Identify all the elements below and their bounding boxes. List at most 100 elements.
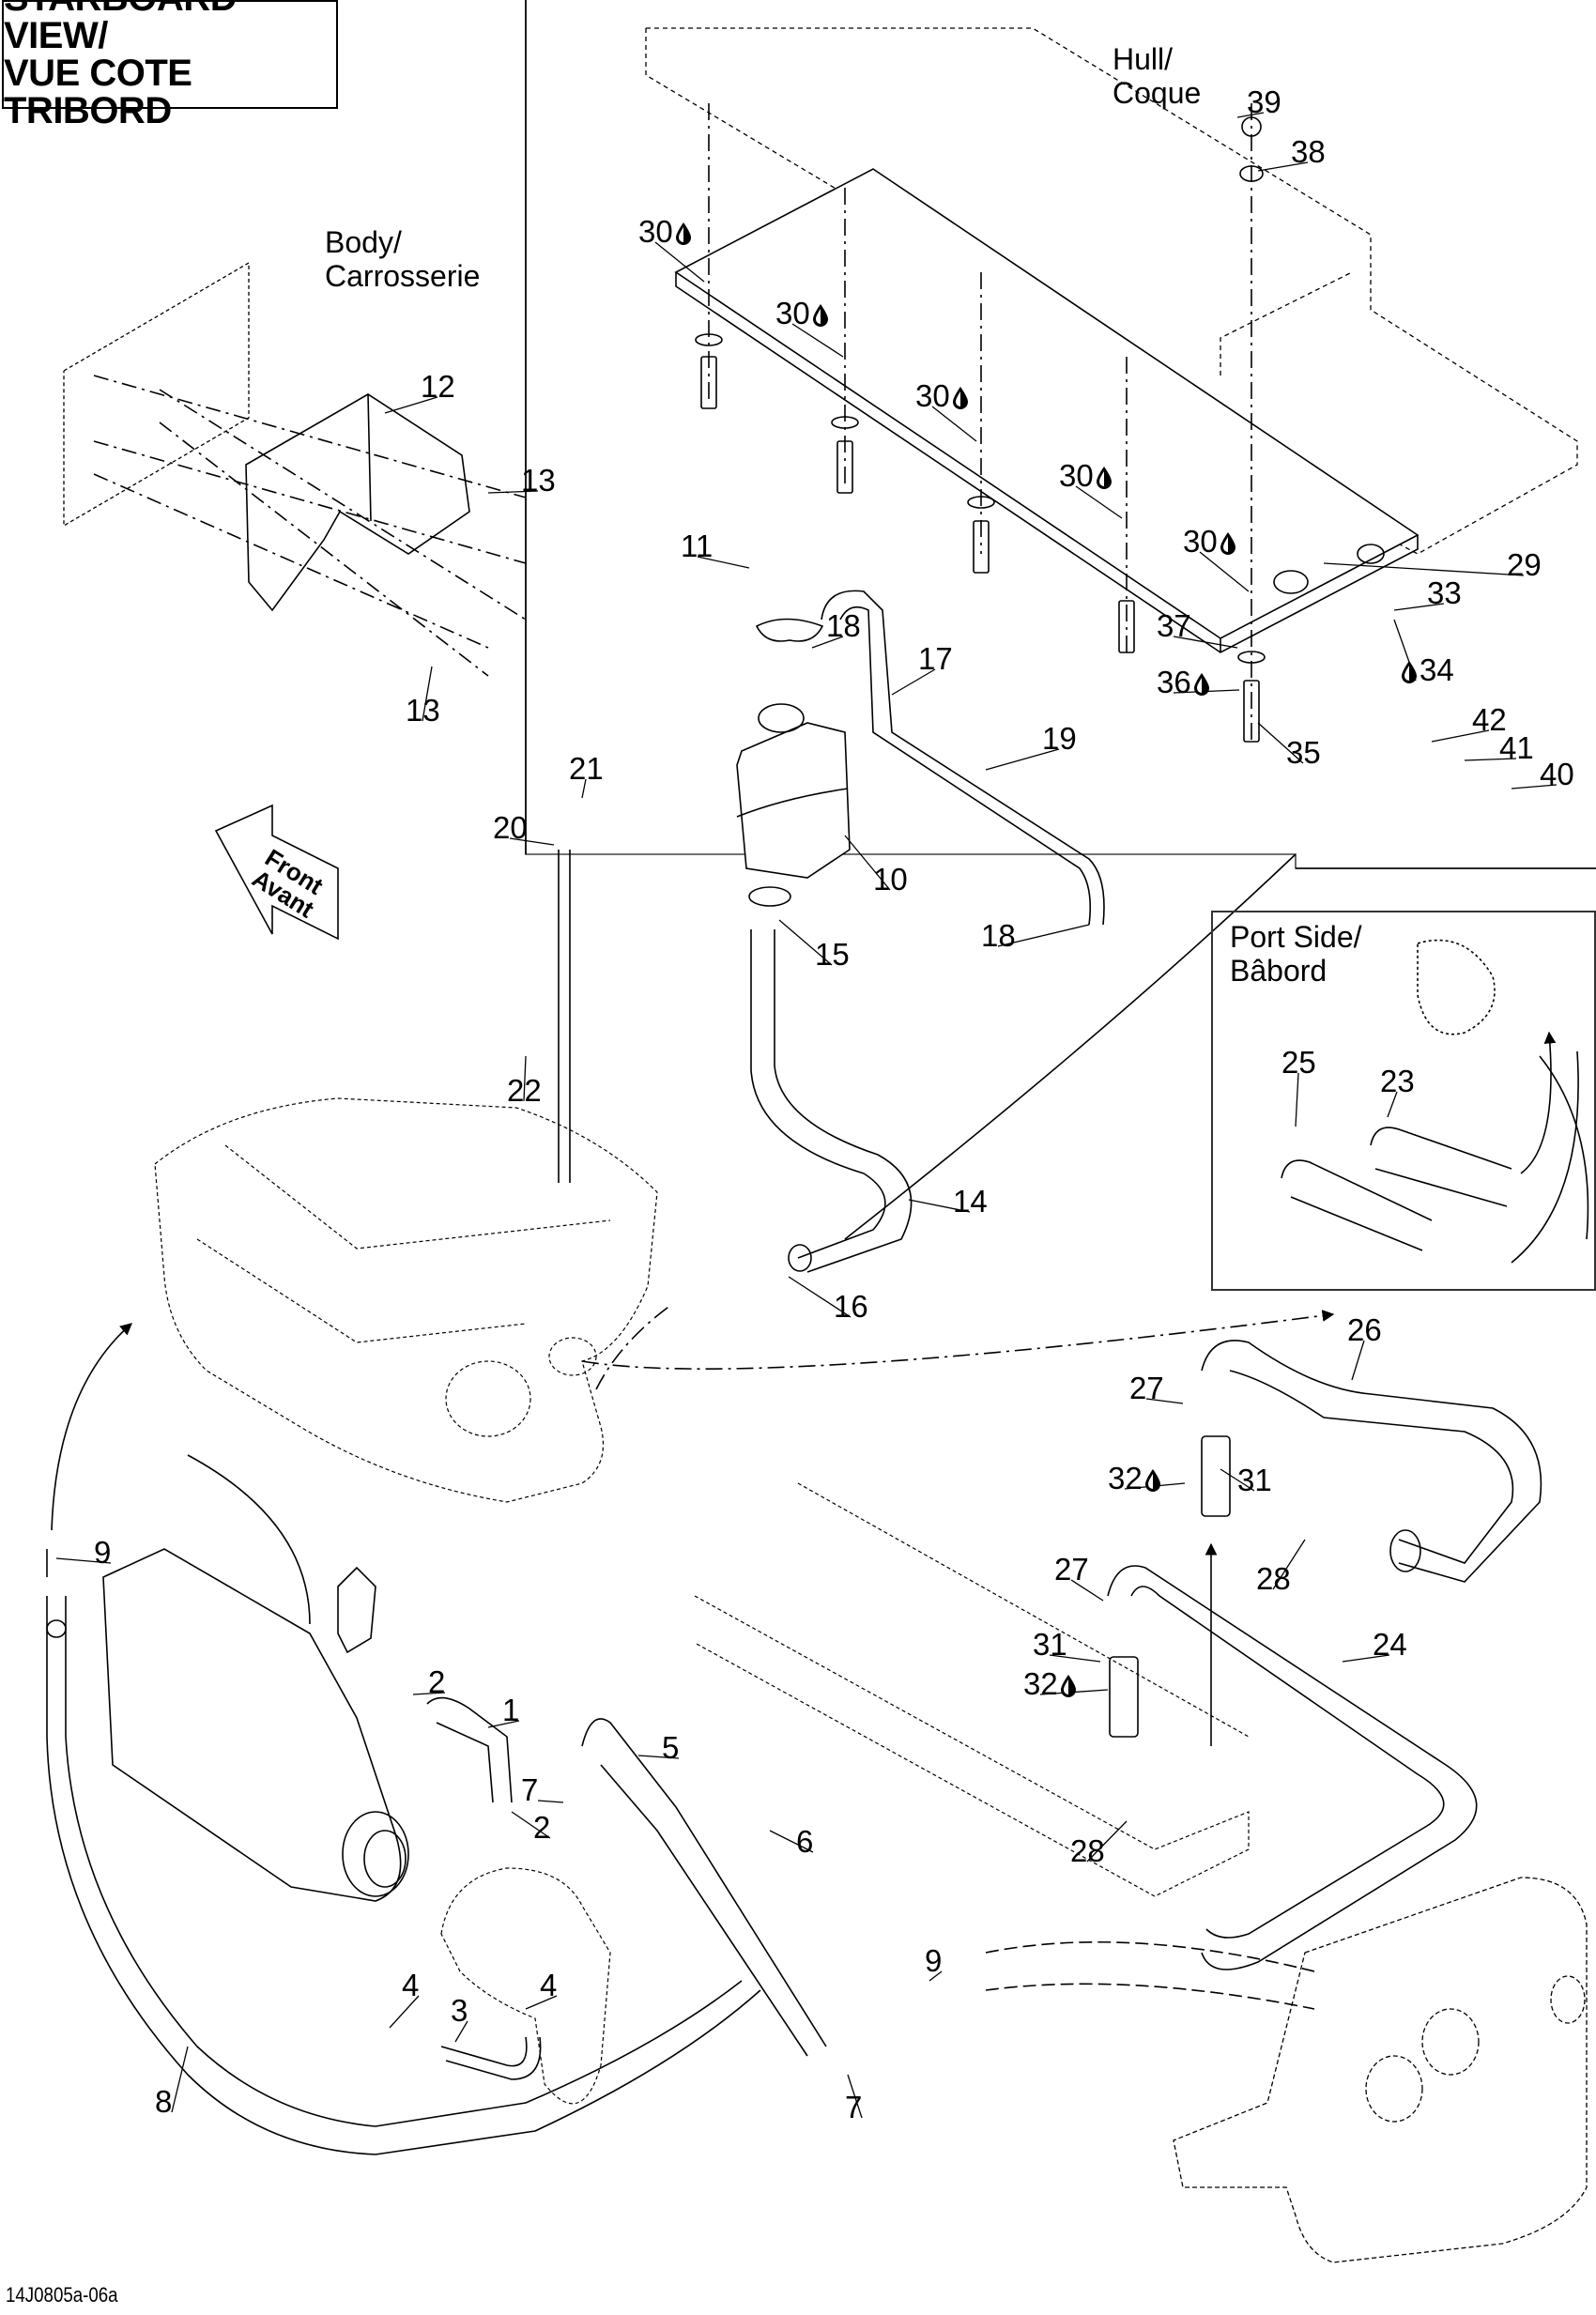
leader-line-27b: [1070, 1579, 1104, 1602]
port-side-pump: [1417, 939, 1496, 1035]
part-number: 5: [662, 1730, 680, 1765]
part-callout-28b: 28: [1070, 1835, 1105, 1866]
part-number: 8: [155, 2084, 173, 2119]
part-callout-18b: 18: [981, 920, 1016, 951]
leader-line-22: [523, 1055, 527, 1102]
part-number: 32: [1023, 1666, 1058, 1701]
leader-line-3: [454, 2020, 468, 2043]
leader-line-30d: [1075, 485, 1123, 519]
part-callout-41: 41: [1499, 732, 1534, 763]
leader-line-15: [778, 919, 833, 966]
thread-locker-drop-icon: [1144, 1466, 1161, 1492]
leader-line-13a: [487, 490, 539, 494]
part-number: 15: [815, 937, 850, 972]
part-number: 10: [873, 862, 908, 897]
port-side-inset: [1211, 911, 1596, 1291]
part-number: 40: [1540, 757, 1574, 791]
leader-line-11: [697, 556, 750, 569]
part-callout-13a: 13: [521, 465, 556, 496]
port-side-label-line-1: Port Side/: [1230, 920, 1362, 954]
leader-line-42: [1431, 729, 1490, 743]
leader-line-9b: [928, 1970, 943, 1982]
part-number: 6: [796, 1824, 814, 1859]
part-number: 36: [1157, 665, 1191, 699]
part-callout-30d: 30: [1059, 460, 1114, 491]
port-side-label-line-2: Bâbord: [1230, 954, 1327, 988]
part-callout-29: 29: [1507, 549, 1542, 580]
part-callout-10: 10: [873, 864, 908, 895]
part-number: 29: [1507, 547, 1542, 582]
transom-block: [694, 1482, 1250, 1897]
part-number: 30: [1183, 524, 1218, 559]
part-callout-6: 6: [796, 1826, 813, 1857]
leader-line-30c: [931, 406, 977, 442]
part-number: 23: [1380, 1064, 1415, 1098]
leader-line-4b: [525, 1995, 558, 2010]
part-number: 27: [1129, 1371, 1164, 1405]
leader-line-37: [1173, 636, 1238, 649]
bracket: [245, 393, 470, 612]
hose-24: [1107, 1565, 1478, 1970]
part-number: 30: [638, 214, 673, 249]
part-callout-26: 26: [1347, 1314, 1382, 1345]
leader-line-31a: [1220, 1468, 1255, 1492]
part-callout-7b: 7: [845, 2092, 862, 2123]
plate-bolts: [695, 103, 1266, 743]
part-callout-9a: 9: [94, 1537, 111, 1568]
leader-line-24: [1342, 1654, 1390, 1663]
thread-locker-drop-icon: [812, 301, 829, 327]
leader-line-1: [487, 1720, 520, 1728]
part-number: 2: [533, 1810, 551, 1845]
hose-26: [1201, 1340, 1542, 1583]
part-number: 25: [1281, 1045, 1316, 1080]
hull-label-line-1: Hull/: [1113, 42, 1174, 76]
view-title-line-2: VUE COTE TRIBORD: [4, 53, 192, 131]
leader-line-9a: [55, 1557, 112, 1564]
port-side-hoses: [1281, 1031, 1589, 1264]
part-callout-24: 24: [1373, 1629, 1407, 1660]
hose-3: [440, 2036, 542, 2080]
part-callout-16: 16: [834, 1291, 868, 1322]
leader-line-28b: [1086, 1820, 1128, 1863]
body-label-line-2: Carrosserie: [325, 259, 481, 293]
leader-line-16: [788, 1276, 852, 1318]
leader-line-8: [171, 2046, 189, 2113]
part-callout-4b: 4: [540, 1970, 557, 2001]
leader-line-7b: [847, 2074, 863, 2119]
part-number: 33: [1427, 575, 1462, 610]
leader-line-40: [1511, 784, 1558, 790]
part-callout-1: 1: [502, 1694, 519, 1725]
part-number: 31: [1033, 1627, 1067, 1662]
part-callout-42: 42: [1472, 704, 1507, 735]
part-callout-5: 5: [662, 1732, 679, 1763]
part-number: 2: [428, 1664, 446, 1699]
part-number: 32: [1108, 1461, 1143, 1495]
diagram-reference-code: 14J0805a-06a: [6, 2283, 118, 2307]
part-callout-35: 35: [1286, 737, 1321, 768]
part-number: 18: [981, 918, 1016, 953]
hose-8: [46, 1596, 761, 2155]
body-label-line-1: Body/: [325, 225, 402, 259]
part-number: 1: [502, 1693, 520, 1727]
leader-line-30a: [654, 241, 705, 283]
thread-locker-drop-icon: [1220, 529, 1236, 555]
leader-line-18a: [811, 636, 844, 649]
part-callout-36: 36: [1157, 667, 1212, 698]
overflow-hose-20: [558, 850, 571, 1183]
part-callout-25: 25: [1281, 1047, 1316, 1078]
supercharger: [440, 1867, 611, 2105]
leader-line-29: [1323, 562, 1525, 576]
part-number: 30: [1059, 458, 1094, 493]
thread-locker-drop-icon: [1060, 1672, 1077, 1697]
part-number: 28: [1070, 1833, 1105, 1868]
leader-line-35: [1257, 722, 1304, 764]
part-callout-17: 17: [918, 643, 953, 674]
part-number: 38: [1291, 134, 1326, 169]
part-number: 42: [1472, 702, 1507, 737]
exhaust-manifold: [102, 1548, 409, 1902]
part-callout-27a: 27: [1129, 1372, 1164, 1403]
leader-line-20: [509, 837, 555, 846]
part-number: 14: [953, 1184, 988, 1219]
part-callout-21: 21: [569, 753, 604, 784]
hull-label: Hull/ Coque: [1113, 42, 1201, 110]
